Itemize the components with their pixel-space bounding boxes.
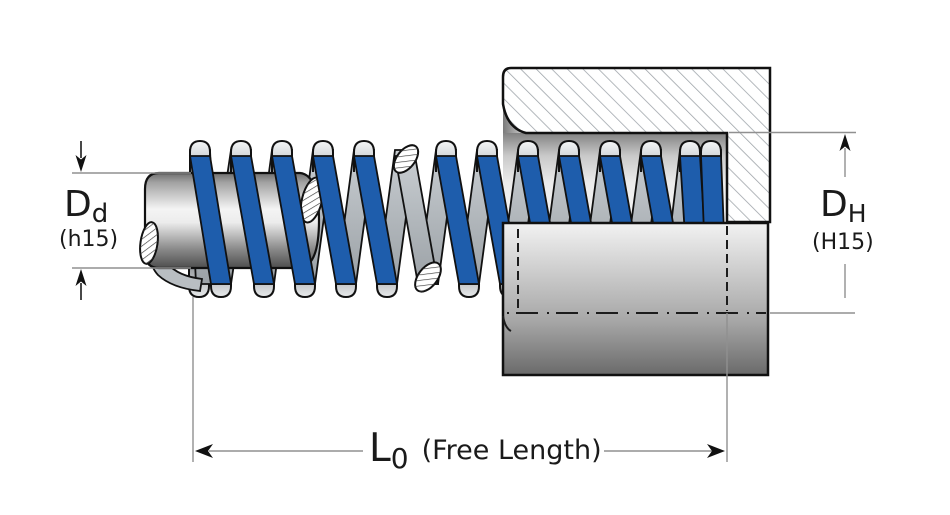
housing-lower-half — [501, 221, 770, 377]
spring-cut-coil — [392, 144, 442, 293]
label-bore-diameter: DH — [820, 184, 867, 228]
wire-cut-end-left-hatch — [140, 222, 158, 264]
section-hatching — [501, 66, 772, 224]
label-free-length: L0(Free Length) — [369, 426, 602, 475]
dimension-rod-diameter: Dd (h15) — [59, 141, 191, 300]
label-rod-diameter: Dd — [64, 184, 108, 229]
label-bore-tolerance: (H15) — [812, 230, 874, 255]
arrow-right-icon — [707, 444, 725, 458]
housing-section-block — [501, 66, 772, 224]
arrow-down-icon — [75, 155, 87, 172]
arrow-left-icon — [195, 444, 213, 458]
wire-cut-rod-end-hatch — [300, 177, 324, 223]
dimension-free-length: L0(Free Length) — [192, 297, 728, 475]
arrow-up-icon — [75, 269, 87, 286]
bore-entrance-fillet — [503, 104, 526, 133]
hidden-entrance-fillet — [502, 315, 512, 332]
arrow-up-icon — [839, 134, 851, 151]
label-rod-tolerance: (h15) — [59, 227, 118, 252]
dimension-bore-diameter: DH (H15) — [729, 131, 874, 314]
